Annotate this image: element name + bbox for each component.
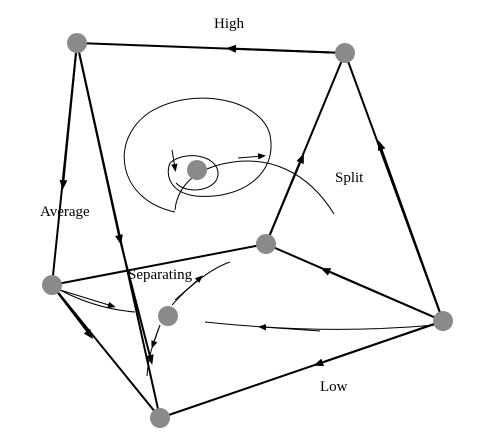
node-low-right xyxy=(433,311,453,331)
edge-separating xyxy=(51,243,267,286)
edge-low-arrow xyxy=(313,320,444,367)
spiral-outer xyxy=(123,97,272,213)
flow-left-to-sep-arrow xyxy=(59,289,116,308)
spiral-arrow-1 xyxy=(171,149,178,172)
label-high: High xyxy=(214,16,245,32)
flow-split xyxy=(174,160,335,215)
node-average xyxy=(42,275,62,295)
edge-right-to-center-arrow xyxy=(320,268,444,322)
label-low: Low xyxy=(320,379,348,395)
nodes xyxy=(42,33,453,428)
label-separating: Separating xyxy=(128,267,193,283)
flow-curves xyxy=(59,97,436,377)
edge-split-arrow xyxy=(265,153,304,245)
edge-inner-diagonal-arrow2 xyxy=(119,239,154,365)
polytope-edges xyxy=(51,42,444,419)
node-separating xyxy=(158,306,178,326)
edge-left-lower-arrow xyxy=(51,284,94,339)
label-split: Split xyxy=(335,170,364,186)
edge-high-arrow xyxy=(226,44,346,54)
node-center xyxy=(256,234,276,254)
node-low-left xyxy=(150,408,170,428)
node-high-left xyxy=(67,33,87,53)
spiral-arrow-2 xyxy=(237,153,266,160)
edge-right-outer-arrow xyxy=(377,140,444,322)
flow-sep-to-center-arrow xyxy=(174,275,204,301)
flow-right-to-sep xyxy=(204,321,436,330)
labels: High Split Average Separating Low xyxy=(40,16,364,395)
flow-sep-down-arrow xyxy=(151,324,161,349)
label-average: Average xyxy=(40,204,90,220)
edge-inner-diagonal-arrow1 xyxy=(76,42,123,245)
node-high-right xyxy=(335,43,355,63)
spiral-inner xyxy=(169,155,219,191)
flow-left-to-sep xyxy=(59,289,136,313)
edge-left-outer-arrow xyxy=(59,42,78,190)
flow-right-to-sep-arrow xyxy=(258,324,321,332)
node-interior xyxy=(187,160,207,180)
